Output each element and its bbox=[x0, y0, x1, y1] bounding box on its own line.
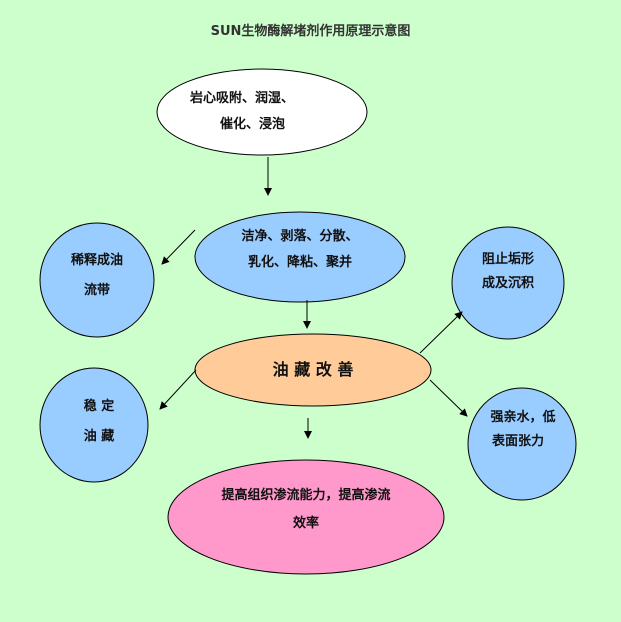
node-adsorb-line2: 催化、浸泡 bbox=[220, 117, 286, 132]
node-dilute-text: 稀释成油 流带 bbox=[57, 246, 137, 306]
node-tension-shape bbox=[467, 387, 577, 501]
node-prevent-line2: 成及沉积 bbox=[481, 276, 534, 291]
node-clean-line2: 乳化、降粘、聚并 bbox=[247, 255, 352, 270]
node-dilute-line1: 稀释成油 bbox=[70, 253, 123, 268]
node-stable-text: 稳 定 油 藏 bbox=[59, 392, 139, 452]
node-result-line1: 提高组织渗流能力，提高渗流 bbox=[221, 488, 391, 503]
node-stable-line2: 油 藏 bbox=[83, 429, 115, 444]
node-stable-shape bbox=[39, 367, 149, 483]
node-improve-text: 油 藏 改 善 bbox=[272, 360, 354, 379]
node-result-text: 提高组织渗流能力，提高渗流 效率 bbox=[196, 482, 416, 538]
node-adsorb-shape bbox=[156, 68, 368, 156]
node-prevent-text: 阻止垢形 成及沉积 bbox=[468, 248, 548, 296]
node-clean-text: 洁净、剥落、分散、 乳化、降粘、聚并 bbox=[230, 224, 370, 276]
node-result-line2: 效率 bbox=[292, 516, 319, 531]
node-result-shape bbox=[167, 459, 445, 575]
node-tension-line1: 强亲水，低 bbox=[490, 410, 556, 425]
arrow-clean-dilute bbox=[161, 229, 196, 265]
arrow-improve-prevent bbox=[419, 311, 463, 354]
arrow-improve-stable bbox=[159, 369, 197, 410]
node-clean-shape bbox=[194, 211, 406, 303]
node-tension-line2: 表面张力 bbox=[491, 434, 544, 449]
node-prevent-line1: 阻止垢形 bbox=[481, 252, 534, 267]
node-dilute-line2: 流带 bbox=[83, 283, 110, 298]
node-adsorb-text: 岩心吸附、润湿、 催化、浸泡 bbox=[190, 86, 310, 138]
diagram-title: SUN生物酶解堵剂作用原理示意图 bbox=[210, 24, 411, 39]
node-stable-line1: 稳 定 bbox=[83, 399, 115, 414]
node-tension-text: 强亲水，低 表面张力 bbox=[478, 406, 568, 454]
node-clean-line1: 洁净、剥落、分散、 bbox=[241, 229, 359, 244]
node-dilute-shape bbox=[39, 222, 155, 338]
node-improve-shape bbox=[194, 333, 432, 407]
node-prevent-shape bbox=[451, 226, 565, 340]
arrow-improve-tension bbox=[429, 379, 468, 417]
node-adsorb-line1: 岩心吸附、润湿、 bbox=[190, 91, 295, 106]
